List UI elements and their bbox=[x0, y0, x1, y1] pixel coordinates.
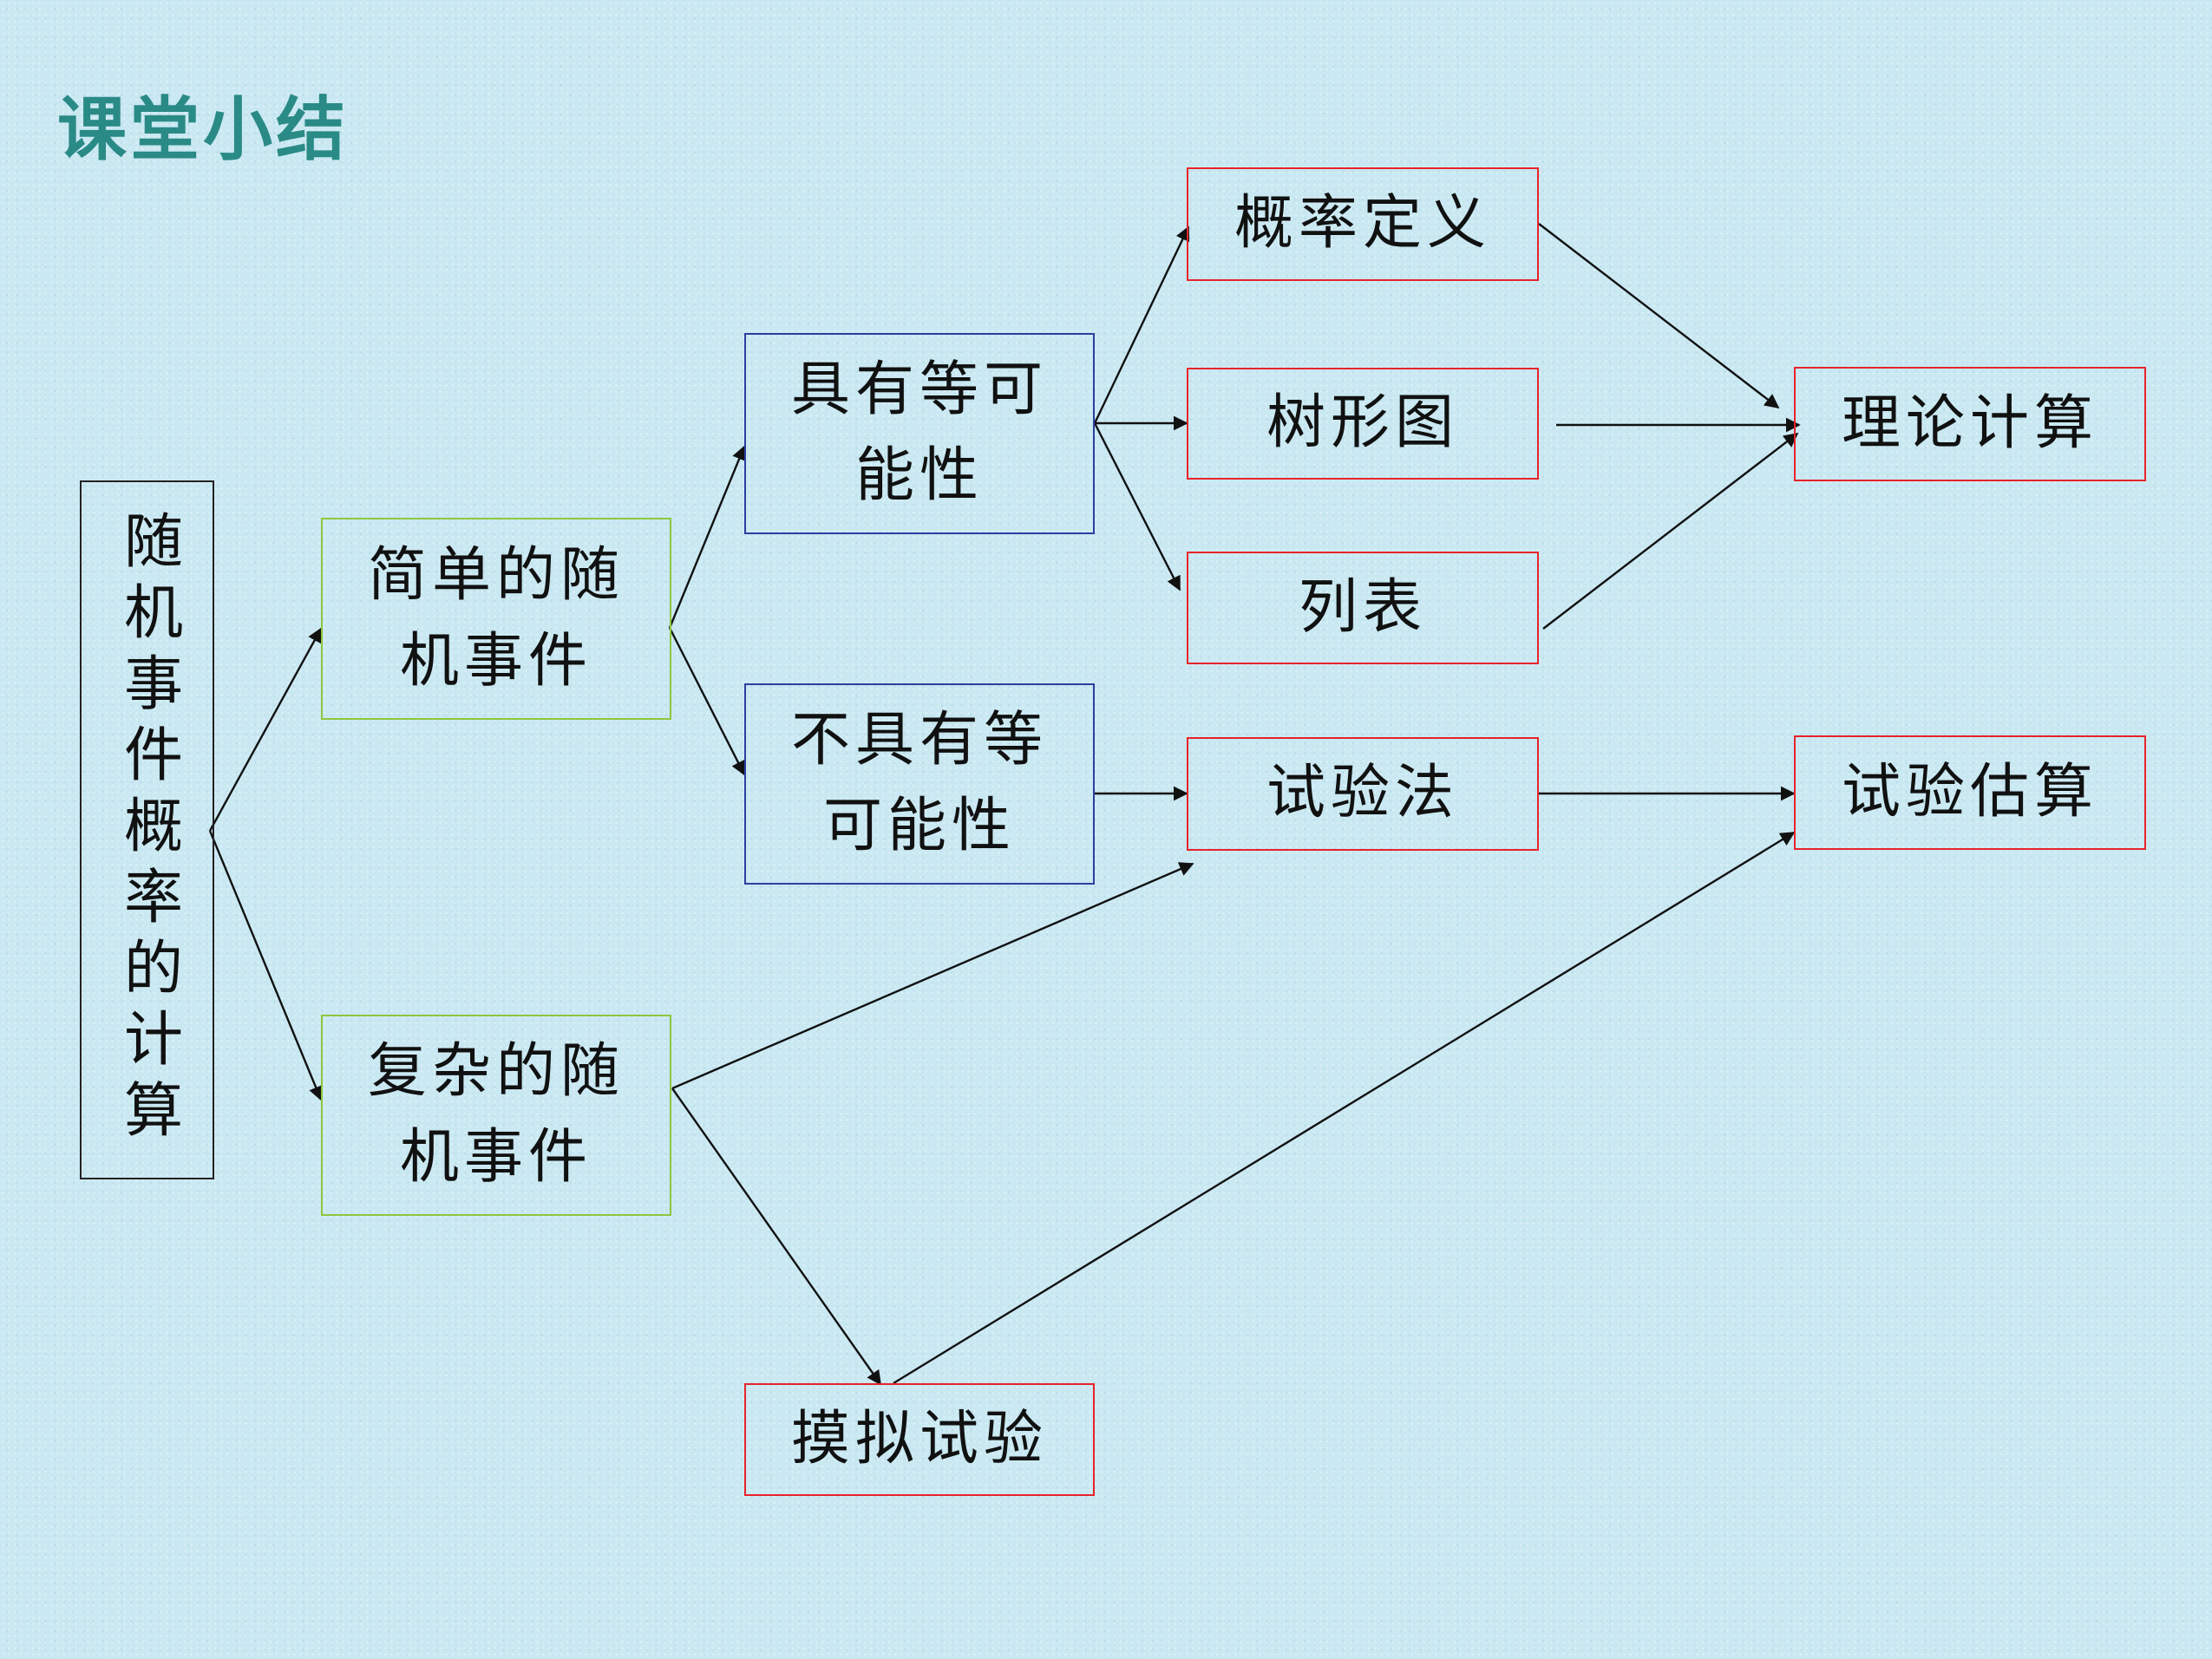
node-experimental-estimate: 试验估算 bbox=[1794, 735, 2146, 850]
node-theoretical-calculation-label: 理论计算 bbox=[1841, 389, 2098, 458]
arrow-equal-table bbox=[1093, 422, 1181, 591]
arrow-complex-experiment bbox=[671, 862, 1194, 1090]
arrow-complex-simulation bbox=[671, 1087, 881, 1386]
node-experiment-method: 试验法 bbox=[1187, 737, 1539, 851]
node-equally-likely: 具有等可能性 bbox=[744, 333, 1095, 534]
node-experimental-estimate-label: 试验估算 bbox=[1841, 757, 2098, 826]
node-root-label: 随机事件概率的计算 bbox=[113, 510, 182, 1150]
node-simulation-experiment-label: 摸拟试验 bbox=[790, 1404, 1048, 1473]
node-probability-definition-label: 概率定义 bbox=[1234, 189, 1491, 258]
node-simple-event: 简单的随机事件 bbox=[321, 518, 671, 720]
node-probability-definition: 概率定义 bbox=[1187, 167, 1539, 281]
arrow-equal-definition bbox=[1093, 225, 1190, 424]
node-simulation-experiment: 摸拟试验 bbox=[744, 1383, 1095, 1496]
node-complex-event-label: 复杂的随机事件 bbox=[367, 1037, 625, 1192]
arrow-simple-equal bbox=[668, 445, 747, 629]
arrow-definition-theory bbox=[1538, 223, 1780, 409]
node-simple-event-label: 简单的随机事件 bbox=[367, 540, 625, 696]
arrow-simulation-estimate bbox=[893, 831, 1796, 1385]
arrow-simple-unequal bbox=[668, 627, 746, 776]
node-tree-diagram-label: 树形图 bbox=[1266, 389, 1459, 458]
page-title: 课堂小结 bbox=[57, 89, 349, 170]
node-theoretical-calculation: 理论计算 bbox=[1794, 367, 2146, 481]
arrow-table-theory bbox=[1542, 432, 1799, 630]
node-experiment-method-label: 试验法 bbox=[1266, 759, 1459, 828]
node-root: 随机事件概率的计算 bbox=[80, 480, 214, 1179]
node-tree-diagram: 树形图 bbox=[1187, 368, 1539, 480]
node-table-listing: 列表 bbox=[1187, 552, 1539, 664]
arrow-root-simple bbox=[208, 627, 323, 832]
node-not-equally-likely: 不具有等可能性 bbox=[744, 683, 1095, 885]
arrow-root-complex bbox=[208, 830, 323, 1101]
node-table-listing-label: 列表 bbox=[1298, 572, 1427, 642]
node-complex-event: 复杂的随机事件 bbox=[321, 1015, 671, 1216]
node-not-equally-likely-label: 不具有等可能性 bbox=[790, 706, 1048, 860]
node-equally-likely-label: 具有等可能性 bbox=[790, 356, 1048, 510]
